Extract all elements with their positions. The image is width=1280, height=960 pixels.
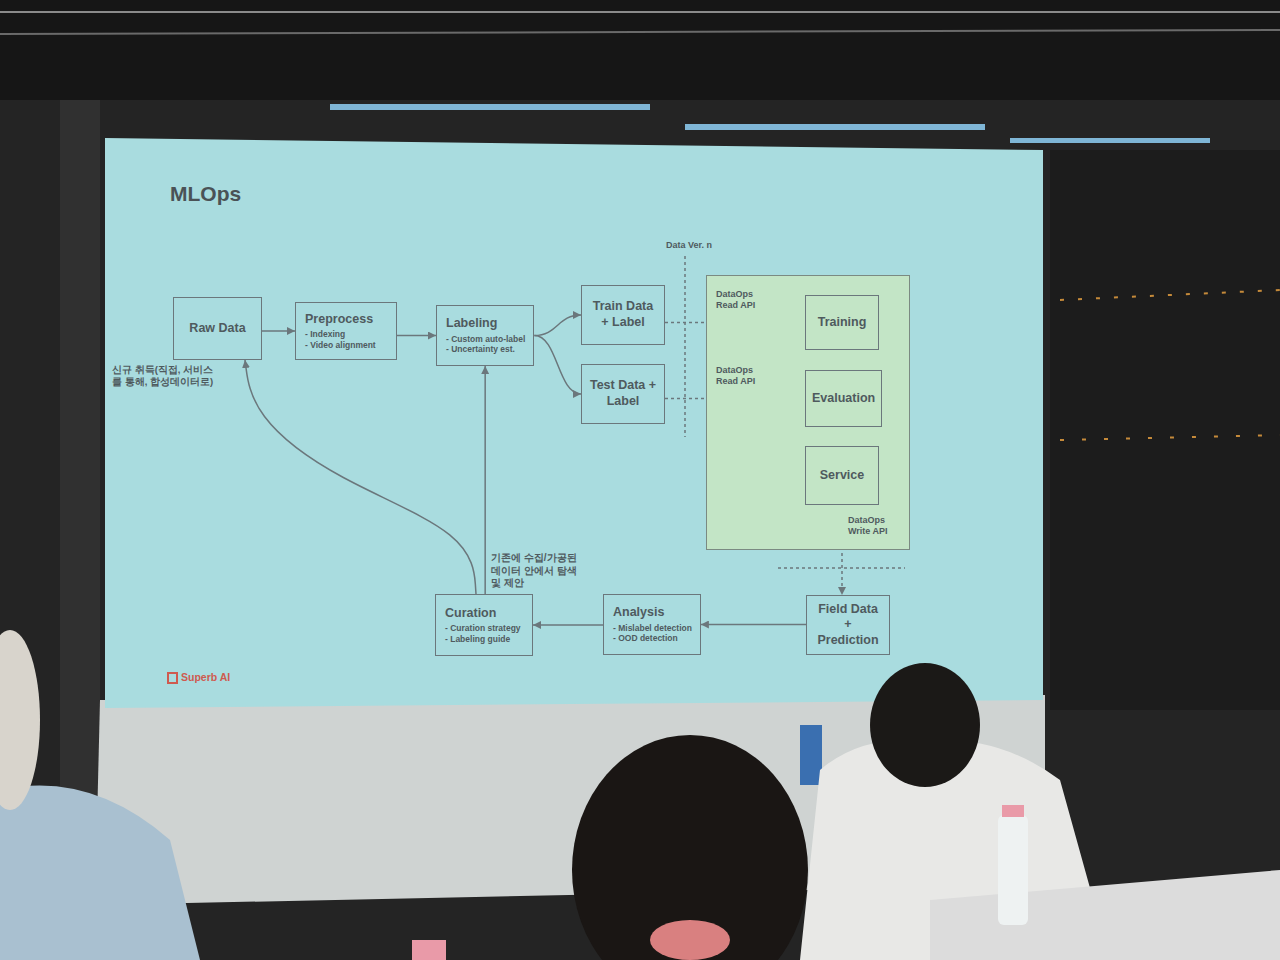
connector <box>534 315 581 336</box>
box-label: Curation <box>445 606 496 622</box>
box-label: Analysis <box>613 605 664 621</box>
bullet-text: - Custom auto-label <box>446 334 525 345</box>
logo-mark <box>168 673 177 683</box>
connector <box>701 624 806 626</box>
screen-frame <box>60 100 100 900</box>
data-box: Field Data + Prediction <box>806 595 890 655</box>
bullet-text: - Video alignment <box>305 340 376 351</box>
ceiling <box>0 0 1280 100</box>
distant-lights <box>1060 435 1280 440</box>
box-label: Test Data + Label <box>588 378 658 409</box>
bottle-cap <box>412 940 446 960</box>
box-label: Train Data + Label <box>588 299 658 330</box>
process-box: Labeling - Custom auto-label- Uncertainty… <box>436 305 534 366</box>
bullet-text: - Mislabel detection <box>613 623 692 634</box>
process-box: Analysis - Mislabel detection- OOD detect… <box>603 594 701 655</box>
process-box: Curation- Curation strategy- Labeling gu… <box>435 594 533 656</box>
annotation-note: 신규 취득(직접, 서비스를 통해, 합성데이터로) <box>112 364 217 388</box>
dataset-box: Test Data + Label <box>581 364 665 424</box>
process-box: Service <box>805 446 879 505</box>
connector <box>534 336 581 395</box>
bullet-text: - Uncertainty est. <box>446 344 515 355</box>
ceiling-light <box>330 104 650 110</box>
ceiling-rail <box>0 30 1280 34</box>
edge-label: DataOps Read API <box>716 365 766 388</box>
connector <box>397 335 436 337</box>
ceiling-rail <box>0 11 1280 13</box>
box-label: Service <box>820 468 864 484</box>
data-box: Raw Data <box>173 297 262 360</box>
ceiling-light <box>1010 138 1210 143</box>
slide-background <box>105 138 1043 708</box>
window-wall <box>1050 150 1280 710</box>
box-label: Preprocess <box>305 312 373 328</box>
connector <box>533 624 603 626</box>
box-label: Evaluation <box>812 391 875 407</box>
bottle-cap <box>1002 805 1024 817</box>
distant-lights <box>1060 290 1280 300</box>
process-box: Evaluation <box>805 370 882 427</box>
desk <box>930 870 1280 960</box>
pipeline-group: TrainingEvaluationService <box>706 275 910 550</box>
water-bottle <box>998 815 1028 925</box>
version-divider <box>684 256 686 437</box>
dataset-box: Train Data + Label <box>581 285 665 345</box>
process-box: Preprocess- Indexing- Video alignment <box>295 302 397 360</box>
audience-hair <box>0 630 40 810</box>
audience-head <box>870 663 980 787</box>
connector <box>262 330 295 332</box>
box-label: Labeling <box>446 316 497 332</box>
bullet-text: - OOD detection <box>613 633 678 644</box>
logo-text: Superb AI <box>181 671 230 684</box>
edge-label: 기존에 수집/가공된 데이터 안에서 탐색 및 제안 <box>491 552 579 590</box>
bullet-text: - Curation strategy <box>445 623 521 634</box>
audience-head <box>572 735 808 960</box>
box-label: Training <box>818 315 867 331</box>
slide-title: MLOps <box>170 181 241 207</box>
bullet-text: - Indexing <box>305 329 345 340</box>
laptop-screen <box>800 725 822 785</box>
process-box: Training <box>805 295 879 350</box>
connector <box>245 360 476 594</box>
ceiling-light <box>685 124 985 130</box>
bullet-text: - Labeling guide <box>445 634 510 645</box>
box-label: Raw Data <box>189 321 245 337</box>
audience-shoulder <box>0 786 200 960</box>
edge-label: DataOps Read API <box>716 289 766 312</box>
hair-scrunchie <box>650 920 730 960</box>
box-label: Field Data + Prediction <box>813 602 883 649</box>
edge-label: DataOps Write API <box>848 515 900 538</box>
connector <box>484 366 486 594</box>
version-label: Data Ver. n <box>666 240 712 251</box>
